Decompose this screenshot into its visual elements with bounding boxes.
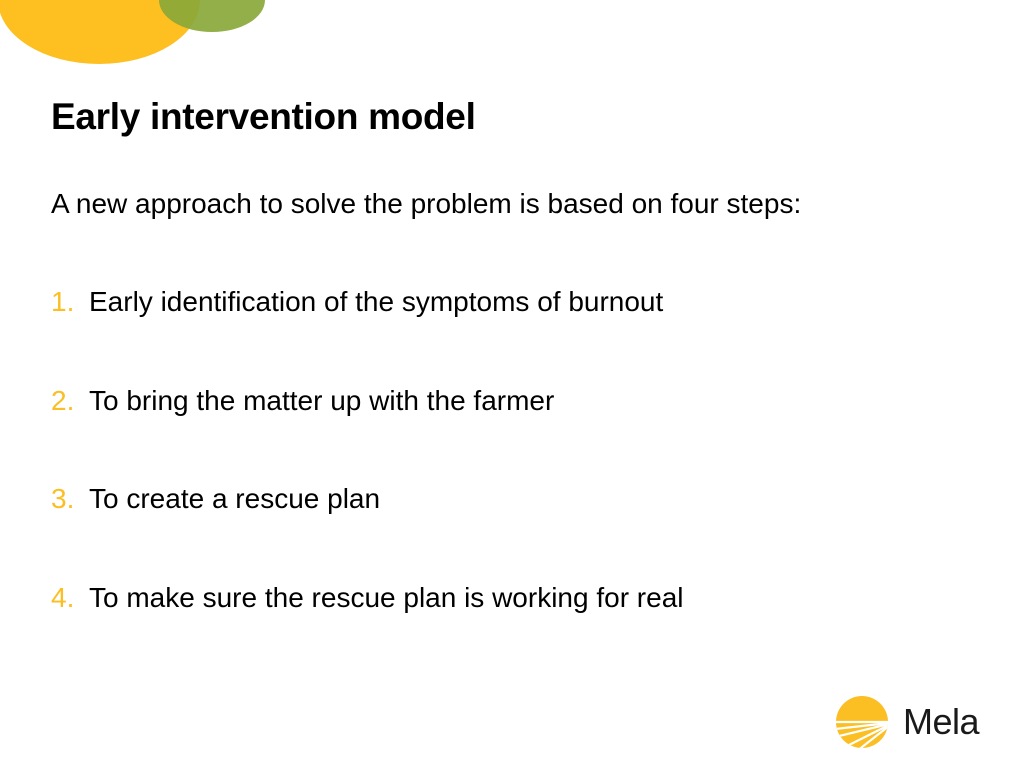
mela-logo: Mela xyxy=(835,695,980,749)
decorative-circles xyxy=(0,0,265,64)
list-item: 4. To make sure the rescue plan is worki… xyxy=(51,582,684,681)
step-number: 2. xyxy=(51,384,75,416)
step-text: To bring the matter up with the farmer xyxy=(89,384,555,416)
steps-list: 1. Early identification of the symptoms … xyxy=(51,286,684,680)
sun-icon xyxy=(836,696,888,748)
green-circle xyxy=(159,0,265,32)
step-text: To make sure the rescue plan is working … xyxy=(89,581,684,613)
step-number: 3. xyxy=(51,483,75,514)
logo-text: Mela xyxy=(903,701,980,742)
step-text: Early identification of the symptoms of … xyxy=(89,286,664,317)
step-text: To create a rescue plan xyxy=(89,483,381,514)
slide-title: Early intervention model xyxy=(51,96,476,137)
step-number: 4. xyxy=(51,581,75,613)
step-number: 1. xyxy=(51,286,75,317)
yellow-circle xyxy=(0,0,200,64)
list-item: 1. Early identification of the symptoms … xyxy=(51,286,684,385)
list-item: 2. To bring the matter up with the farme… xyxy=(51,385,684,484)
intro-text: A new approach to solve the problem is b… xyxy=(51,188,802,219)
list-item: 3. To create a rescue plan xyxy=(51,483,684,582)
